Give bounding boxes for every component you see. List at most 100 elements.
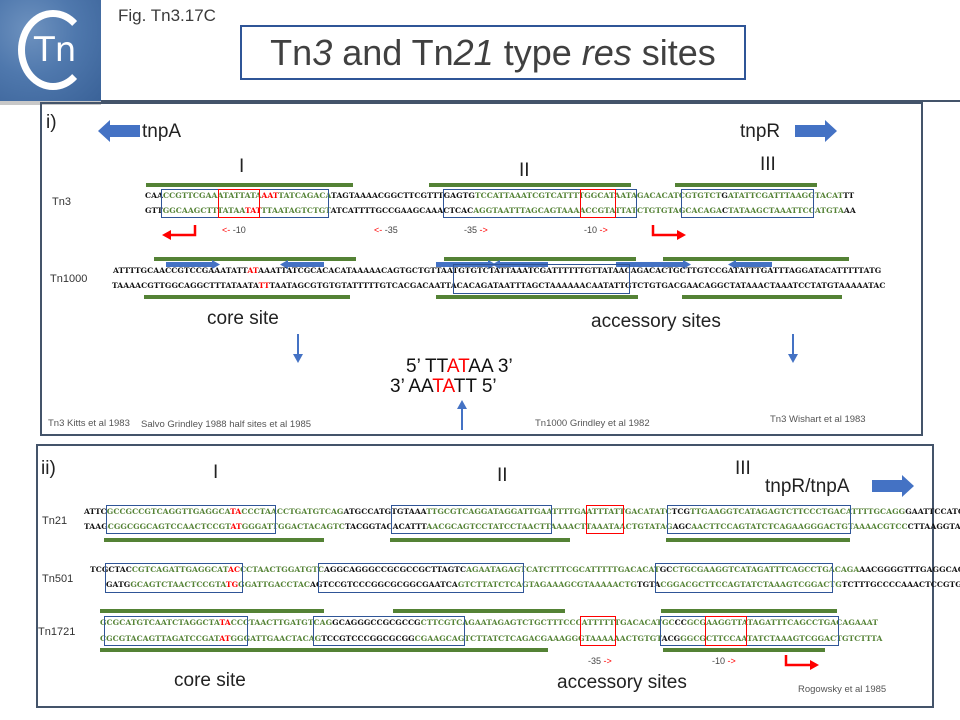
core-site-label: core site: [174, 670, 246, 691]
tn501-bottom-strand: GATGGCAGTCTAACTCCGTATGGGATTGACCTACAGTCCG…: [106, 580, 960, 589]
tn1721-top-strand: GCGCATGTCAATCTAGGCTATACCCTAACTTGATGTCAGG…: [100, 618, 879, 627]
logo-c-ring: [18, 10, 88, 90]
subsite-ii-label: II: [519, 160, 530, 181]
seq-label-tn21: Tn21: [42, 515, 68, 527]
title-fragment: 21: [453, 31, 494, 73]
cleavage-arrow-down-icon: [293, 334, 303, 363]
header-rule: [101, 100, 960, 102]
panel-ii: [36, 444, 934, 708]
accessory-sites-label: accessory sites: [557, 672, 687, 693]
title-text: Tn3 and Tn21 type res sites: [270, 32, 716, 74]
green-bar: [390, 538, 570, 542]
site-box: [105, 563, 243, 593]
green-bar: [436, 295, 638, 299]
site-box: [681, 189, 814, 218]
green-bar: [663, 648, 825, 652]
seq-label-tn1721: Tn1721: [38, 626, 76, 638]
subsite-ii-label: II: [497, 465, 508, 486]
cleavage-box: [705, 616, 747, 646]
promoter-mark: -10 ->: [712, 656, 736, 666]
accessory-sites-label: accessory sites: [591, 311, 721, 332]
tn-logo: Tn: [0, 0, 101, 101]
seq-label-tn1000: Tn1000: [50, 273, 88, 285]
inverted-repeat-arrow: [280, 260, 324, 269]
tn1721-bottom-strand: CGCGTACAGTTAGATCCGATATGGGATTGAACTACAGTCC…: [100, 634, 883, 643]
reference: Tn3 Kitts et al 1983: [48, 418, 130, 429]
reference: Tn1000 Grindley et al 1982: [535, 418, 650, 429]
site-box: [443, 189, 637, 218]
seq-label-tn3: Tn3: [52, 196, 71, 208]
site-box: [318, 563, 524, 593]
promoter-mark: <- -35: [374, 225, 398, 235]
promoter-mark: -35 ->: [588, 656, 612, 666]
reference: Rogowsky et al 1985: [798, 684, 887, 695]
core-site-label: core site: [207, 308, 279, 329]
gene-tnpr: tnpR: [740, 121, 781, 142]
gene-tnpa: tnpA: [142, 121, 182, 142]
green-bar: [393, 609, 565, 613]
subsite-iii-label: III: [760, 154, 776, 175]
seq-label-tn501: Tn501: [42, 573, 74, 585]
promoter-mark: -10 ->: [584, 225, 608, 235]
panel-i-label: i): [46, 112, 57, 133]
title-fragment: and Tn: [332, 31, 454, 73]
tn1000-top-strand: ATTTTGCAACCGTCCGAAATATTATAAATTATCGCACACA…: [113, 266, 882, 275]
page-title: Tn3 and Tn21 type res sites: [240, 25, 746, 80]
tnpr-arrow-icon: [795, 120, 837, 142]
green-bar: [675, 183, 817, 187]
title-fragment: Tn: [270, 31, 313, 73]
green-bar: [314, 648, 548, 652]
core-sequence-top: 5’ TTATAA 3’: [406, 356, 513, 377]
green-bar: [100, 648, 326, 652]
inverted-repeat-arrow: [616, 260, 691, 269]
green-bar: [663, 257, 849, 261]
promoter-arrow-right-icon: [651, 225, 686, 240]
green-bar: [154, 257, 356, 261]
reference: Tn3 Wishart et al 1983: [770, 414, 866, 425]
tn501-top-strand: TCGCTACCGTCAGATTGAGGCATACCCTAACTGGATGTCA…: [90, 565, 960, 574]
promoter-box: [580, 616, 616, 646]
site-box: [655, 563, 833, 593]
inverted-repeat-arrow: [728, 260, 772, 269]
cleavage-box: [218, 189, 260, 218]
promoter-box: [580, 189, 616, 218]
promoter-box: [586, 505, 624, 534]
site-box: [104, 616, 248, 646]
promoter-mark: -35 ->: [464, 225, 488, 235]
inverted-repeat-arrows: [166, 260, 772, 269]
subsite-i-label: I: [213, 462, 219, 483]
gene-tnpr-tnpa: tnpR/tnpA: [765, 476, 850, 497]
reference: Salvo Grindley 1988 half sites et al 198…: [141, 419, 312, 430]
cleavage-arrow-down-icon: [788, 334, 798, 363]
title-fragment: type: [493, 31, 582, 73]
green-bar: [444, 257, 636, 261]
core-sequence-bottom: 3’ AATATT 5’: [390, 376, 497, 397]
tn21-top-strand: ATTCGCCGCCGTCAGGTTGAGGCATACCCTAACCTGATGT…: [84, 507, 960, 516]
panel-i: [40, 102, 923, 436]
site-box: [391, 505, 552, 534]
title-fragment: 3: [312, 31, 333, 73]
green-bar: [100, 609, 324, 613]
figure-label: Fig. Tn3.17C: [118, 6, 216, 25]
panel-ii-label: ii): [41, 458, 56, 479]
green-bar: [104, 538, 324, 542]
tn21-bottom-strand: TAAGCGGCGGCAGTCCAACTCCGTATGGGATTGGACTACA…: [84, 522, 960, 531]
green-bar: [682, 295, 842, 299]
tn3-bottom-strand: GTTGGCAAGCTTTATAATATTTAATAGTCTGTATCATTTT…: [145, 206, 856, 215]
site-box: [660, 616, 839, 646]
promoter-arrow-left-icon: [162, 225, 197, 240]
tnpa-arrow-icon: [98, 120, 140, 142]
promoter-mark: <- -10: [222, 225, 246, 235]
promoter-arrow-right-icon: [784, 655, 819, 670]
site-box: [313, 616, 465, 646]
cleavage-arrow-up-icon: [457, 400, 467, 430]
tn1000-bottom-strand: TAAAACGTTGGCAGGCTTTATAATATTTAATAGCGTGTGT…: [112, 281, 886, 290]
green-bar: [146, 183, 353, 187]
green-bar: [144, 295, 350, 299]
title-fragment: sites: [631, 31, 716, 73]
site-box: [667, 505, 851, 534]
logo-text: Tn: [34, 30, 77, 70]
subsite-i-label: I: [239, 156, 245, 177]
green-bar: [429, 183, 631, 187]
site-box: [106, 505, 276, 534]
